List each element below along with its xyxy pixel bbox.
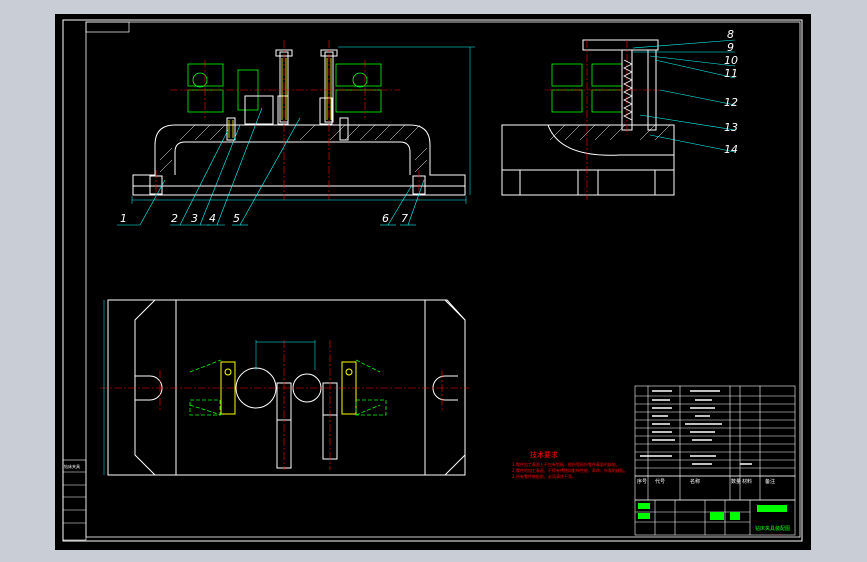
callout-8: 8 bbox=[727, 28, 734, 41]
header-name: 名称 bbox=[690, 478, 700, 485]
header-code: 代号 bbox=[655, 478, 665, 485]
side-base-body bbox=[501, 39, 675, 196]
revision-block bbox=[62, 459, 87, 541]
top-dimensions bbox=[103, 300, 316, 475]
callout-7: 7 bbox=[401, 212, 408, 225]
side-view bbox=[501, 39, 736, 200]
front-base-body bbox=[132, 95, 466, 196]
sheet-inner-border bbox=[85, 21, 801, 538]
drawing-name: 钻床夹具装配图 bbox=[755, 525, 790, 532]
callout-13: 13 bbox=[724, 121, 738, 134]
callout-1: 1 bbox=[120, 212, 127, 225]
side-centerlines bbox=[545, 40, 660, 200]
header-qty: 数量 bbox=[731, 478, 741, 485]
revision-entry-1: 钻床夹具 bbox=[64, 463, 80, 469]
front-hatching bbox=[159, 124, 428, 173]
parts-list-text-marks bbox=[640, 390, 752, 465]
callout-12: 12 bbox=[724, 96, 738, 109]
tech-req-line-3: 3.所有零件装配前，必须清洗干净。 bbox=[512, 473, 576, 479]
revision-block-text: 钻床夹具 bbox=[64, 463, 80, 469]
side-leaders bbox=[632, 39, 736, 153]
callout-2: 2 bbox=[171, 212, 178, 225]
side-hatching bbox=[549, 124, 671, 141]
front-callout-labels: 1 2 3 4 5 6 7 bbox=[120, 212, 408, 225]
front-dimensions bbox=[131, 46, 475, 204]
top-workpiece-phantom bbox=[189, 359, 387, 416]
tech-req-line-1: 1.零件加工表面上不应有划痕、擦伤等损伤零件表面的缺陷。 bbox=[512, 461, 620, 467]
callout-6: 6 bbox=[382, 212, 389, 225]
tech-req-line-2: 2.零件的加工表面，不得有锈蚀和影响性能、寿命、外观的缺陷。 bbox=[512, 467, 628, 473]
front-view bbox=[117, 40, 475, 226]
title-block-text: 序号 代号 名称 数量 材料 备注 钻床夹具装配图 bbox=[637, 478, 790, 532]
front-leaders bbox=[117, 107, 425, 226]
front-centerlines bbox=[155, 40, 420, 200]
callout-5: 5 bbox=[233, 212, 240, 225]
callout-9: 9 bbox=[727, 41, 734, 54]
header-remark: 备注 bbox=[765, 478, 775, 485]
top-view bbox=[100, 299, 470, 476]
drawing-sheet bbox=[55, 14, 811, 550]
tech-req-title: 技术要求 bbox=[530, 450, 558, 459]
side-callout-labels: 8 9 10 11 12 13 14 bbox=[724, 28, 738, 156]
header-material: 材料 bbox=[742, 478, 752, 485]
corner-tag-box bbox=[85, 21, 130, 33]
callout-11: 11 bbox=[724, 67, 738, 80]
technical-requirements: 技术要求 1.零件加工表面上不应有划痕、擦伤等损伤零件表面的缺陷。 2.零件的加… bbox=[512, 450, 628, 479]
front-screws-yellow bbox=[228, 58, 332, 138]
callout-14: 14 bbox=[724, 143, 738, 156]
callout-4: 4 bbox=[209, 212, 216, 225]
callout-3: 3 bbox=[191, 212, 198, 225]
header-seq: 序号 bbox=[637, 478, 647, 485]
sheet-outer-border bbox=[62, 19, 803, 542]
callout-10: 10 bbox=[724, 54, 738, 67]
top-centerlines bbox=[100, 340, 470, 470]
title-block-green bbox=[638, 503, 787, 520]
side-spring bbox=[623, 59, 633, 121]
parts-list bbox=[634, 385, 796, 536]
